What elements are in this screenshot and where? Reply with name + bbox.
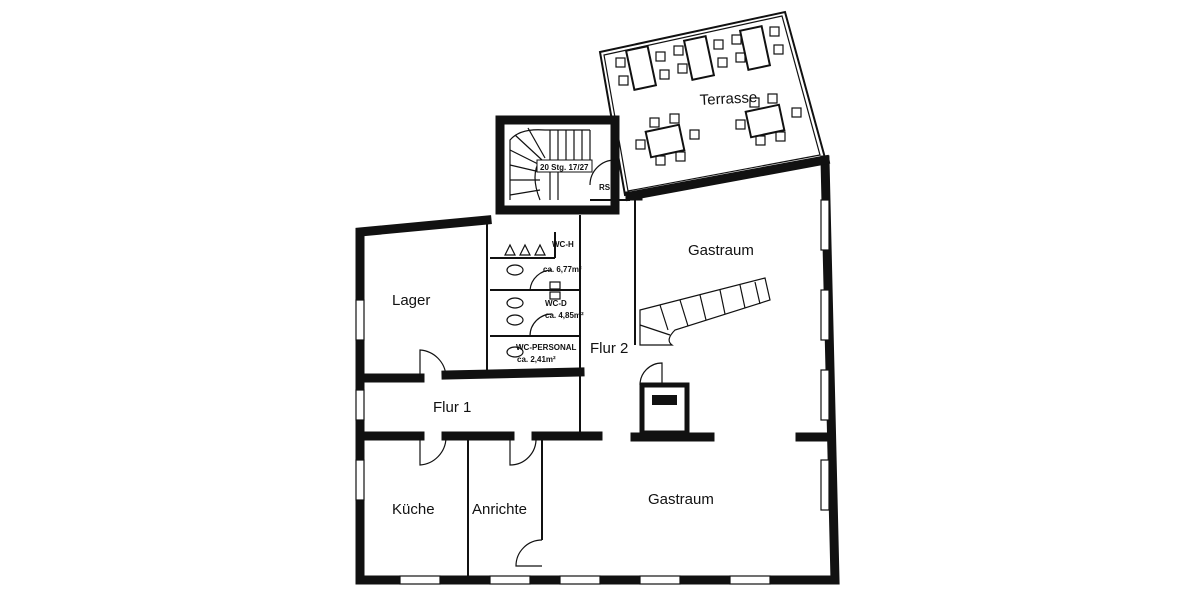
terrace-chairs: [615, 26, 802, 166]
room-label-gastraum-bottom: Gastraum: [648, 491, 714, 508]
wc-h-area: ca. 6,77m²: [543, 265, 582, 274]
wc-d-label: WC-D: [545, 299, 567, 308]
stairs-label: 20 Stg. 17/27: [540, 163, 589, 172]
stairwell: 20 Stg. 17/27 RS: [495, 115, 630, 215]
fireplace: [639, 382, 690, 436]
room-label-kueche: Küche: [392, 501, 435, 518]
wc-personal-label: WC-PERSONAL: [516, 343, 577, 352]
wc-h-label: WC-H: [552, 240, 574, 249]
room-label-gastraum-top: Gastraum: [688, 242, 754, 259]
terrace-tables: [624, 24, 786, 159]
room-label-flur2: Flur 2: [590, 340, 628, 357]
wc-personal-area: ca. 2,41m²: [517, 355, 556, 364]
doors: [419, 349, 663, 567]
wc-d-area: ca. 4,85m²: [545, 311, 584, 320]
wc-block: WC-H ca. 6,77m² WC-D ca. 4,85m² WC-PERSO…: [490, 232, 584, 364]
room-label-lager: Lager: [392, 292, 430, 309]
interior-walls: [355, 198, 830, 580]
gastraum-stairs: [639, 277, 771, 346]
rs-label: RS: [599, 183, 611, 192]
room-label-anrichte: Anrichte: [472, 501, 527, 518]
room-label-terrasse: Terrasse: [699, 89, 757, 109]
room-label-flur1: Flur 1: [433, 399, 471, 416]
exterior-walls: [355, 154, 840, 585]
